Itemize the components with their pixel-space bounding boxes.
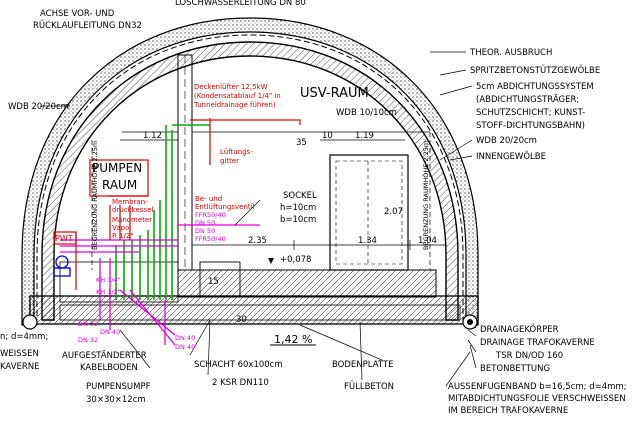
ausbruch-label: THEOR. AUSBRUCH xyxy=(469,48,552,58)
schacht-label: SCHACHT 60x100cm xyxy=(194,360,283,370)
dim-104: 1.04 xyxy=(418,236,437,246)
decken-note-1: Deckenlüfter 12,5kW xyxy=(194,83,268,91)
sockel-label-2: h=10cm xyxy=(280,203,316,213)
dim-207: 2.07 xyxy=(384,207,403,217)
aussenfugenband-label-1: AUSSENFUGENBAND b=16,5cm; d=4mm; xyxy=(448,382,627,392)
leader-lines xyxy=(40,51,477,387)
magenta-pipework xyxy=(60,224,260,346)
sockel-label-3: b=10cm xyxy=(280,215,316,225)
abdichtung-label-1: 5cm ABDICHTUNGSSYSTEM xyxy=(476,82,594,92)
raised-floor-area xyxy=(177,269,437,298)
pumpensumpf-label-1: PUMPENSUMPF xyxy=(86,382,151,392)
waterproofing-line xyxy=(36,34,464,325)
shaft xyxy=(199,261,241,297)
cut-label-3: KAVERNE xyxy=(0,362,40,372)
bottom-plate xyxy=(59,304,461,321)
cut-label-2: WEISSEN xyxy=(0,349,39,359)
bodenplatte-label: BODENPLATTE xyxy=(332,360,393,370)
abdichtung-label-3: SCHUTZSCHICHT; KUNST- xyxy=(476,108,585,118)
lueftung-note-2: gitter xyxy=(220,157,239,165)
wdb-10-label: WDB 10/10cm xyxy=(336,108,397,118)
drainage-label-2: DRAINAGE TRAFOKAVERNE xyxy=(480,338,595,348)
membran-note-2: druckkessel xyxy=(112,206,153,214)
drainage-label-4: BETONBETTUNG xyxy=(480,364,550,374)
begrenzung-right: BEGRENZUNG RAUMHÖHE 2,25m xyxy=(421,141,430,250)
aufgestaendert-label-1: AUFGESTÄNDERTER xyxy=(62,350,147,361)
aussenfugenband-label-3: IM BEREICH TRAFOKAVERNE xyxy=(448,406,568,416)
sockel-label-1: SOCKEL xyxy=(283,191,317,201)
axis-label-line2: RÜCKLAUFLEITUNG DN32 xyxy=(33,20,142,31)
dn32-label-b: DN 32 xyxy=(78,336,98,344)
lueftung-note-1: Lüftungs- xyxy=(220,148,253,156)
decken-note-2: (Kondensatablauf 1/4" in xyxy=(194,92,281,100)
drainage-label-3: TSR DN/OD 160 xyxy=(495,351,563,361)
pwt-label: PWT xyxy=(55,234,73,243)
dim-15: 15 xyxy=(208,277,219,287)
pumpensumpf-label-2: 30×30×12cm xyxy=(86,395,146,405)
dn50-label-a: DN 50 xyxy=(195,219,215,227)
floor-slab xyxy=(29,295,479,325)
dim-235: 2.35 xyxy=(248,236,267,246)
pump-room-label-2: RAUM xyxy=(102,178,137,192)
slope-label: 1,42 % xyxy=(274,333,312,346)
abdichtung-label-4: STOFF-DICHTUNGSBAHN) xyxy=(476,121,585,131)
innengewoelbe-label: INNENGEWÖLBE xyxy=(476,151,546,162)
blue-pump-symbol xyxy=(53,255,71,277)
wdb-right-label: WDB 20/20cm xyxy=(476,136,537,146)
kh-label-1: KH 3/4" xyxy=(96,276,121,284)
dim-112: 1.12 xyxy=(143,131,162,141)
dim-35: 35 xyxy=(296,138,307,148)
wdb-left-label: WDB 20/20cm xyxy=(8,102,69,112)
red-pipework xyxy=(53,118,301,290)
water-line-label: LÖSCHWASSERLEITUNG DN 80 xyxy=(175,0,306,8)
be-note-2: Entlüftungsventil xyxy=(195,203,255,211)
dn32-label-a: DN 32 xyxy=(78,320,98,328)
abdichtung-label-2: (ABDICHTUNGSTRÄGER; xyxy=(476,94,579,105)
fuellbeton-label: FÜLLBETON xyxy=(344,381,394,392)
ffr-label-2: FFR50/40 xyxy=(195,235,226,243)
manometer-note-1: Manometer xyxy=(112,216,152,224)
dn50-label-b: DN 50 xyxy=(195,227,215,235)
cable-floor xyxy=(59,261,179,303)
drain-pipe-left xyxy=(22,314,38,330)
usv-room-label: USV-RAUM xyxy=(300,86,369,101)
dn40-label-b: DN 40 xyxy=(175,343,195,351)
begrenzung-left: BEGRENZUNG RAUMHÖHE 2,25m xyxy=(90,141,99,250)
manometer-note-3: R 1/2" xyxy=(112,232,134,240)
decken-note-3: Tunneldrainage führen) xyxy=(193,101,276,109)
be-note-1: Be- und xyxy=(195,195,222,203)
dim-119: 1.19 xyxy=(355,131,374,141)
cut-label-1: n; d=4mm; xyxy=(0,332,48,342)
dim-134: 1.34 xyxy=(358,236,377,246)
dn40-label-a: DN 40 xyxy=(175,334,195,342)
ksr-label: 2 KSR DN110 xyxy=(212,378,269,388)
manometer-note-2: Vapol xyxy=(112,224,131,232)
aufgestaendert-label-2: KABELBODEN xyxy=(80,363,138,373)
spritzbeton-label: SPRITZBETONSTÜTZGEWÖLBE xyxy=(470,65,600,76)
pump-room-label-1: PUMPEN xyxy=(92,161,142,175)
dim-10: 10 xyxy=(322,131,333,141)
drainage-label-1: DRAINAGEKÖRPER xyxy=(480,324,559,335)
ffr-label-1: FFR50/40 xyxy=(195,211,226,219)
dim-30: 30 xyxy=(236,315,247,325)
membran-note-1: Membran- xyxy=(112,198,148,206)
shotcrete-vault xyxy=(21,17,479,326)
aussenfugenband-label-2: MITABDICHTUNGSFOLIE VERSCHWEISSEN xyxy=(448,394,626,404)
level-label: +0,078 xyxy=(280,255,311,265)
axis-label-line1: ACHSE VOR- UND xyxy=(40,9,115,19)
dn40-label-c: DN 40 xyxy=(100,328,120,336)
kh-label-2: KH 1/2" xyxy=(96,288,121,296)
usv-cabinet xyxy=(329,154,409,271)
